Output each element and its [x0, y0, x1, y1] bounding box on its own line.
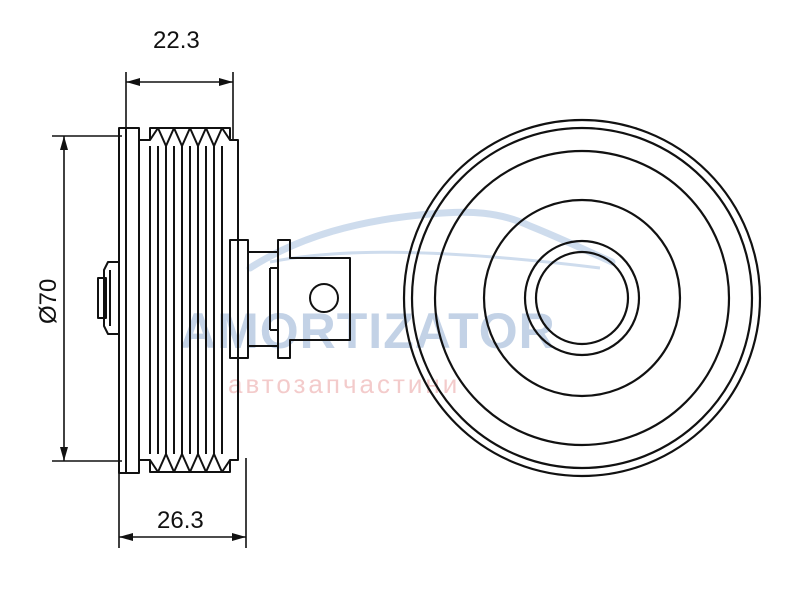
dimension-bottom-label: 26.3 — [157, 507, 204, 534]
pulley-side-view — [97, 127, 351, 474]
dimension-diameter-label: Ø70 — [35, 279, 62, 324]
watermark-tagline: автозапчастини — [228, 369, 460, 399]
watermark: AMORTIZATOR автозапчастини — [180, 208, 616, 399]
watermark-car-icon — [246, 208, 616, 272]
pulley-front-view — [402, 118, 762, 478]
dimension-top-width — [125, 72, 234, 140]
watermark-brand: AMORTIZATOR — [180, 303, 556, 359]
dimension-bottom-width — [118, 458, 247, 548]
dimension-diameter — [52, 135, 122, 462]
dimension-top-label: 22.3 — [153, 27, 200, 54]
